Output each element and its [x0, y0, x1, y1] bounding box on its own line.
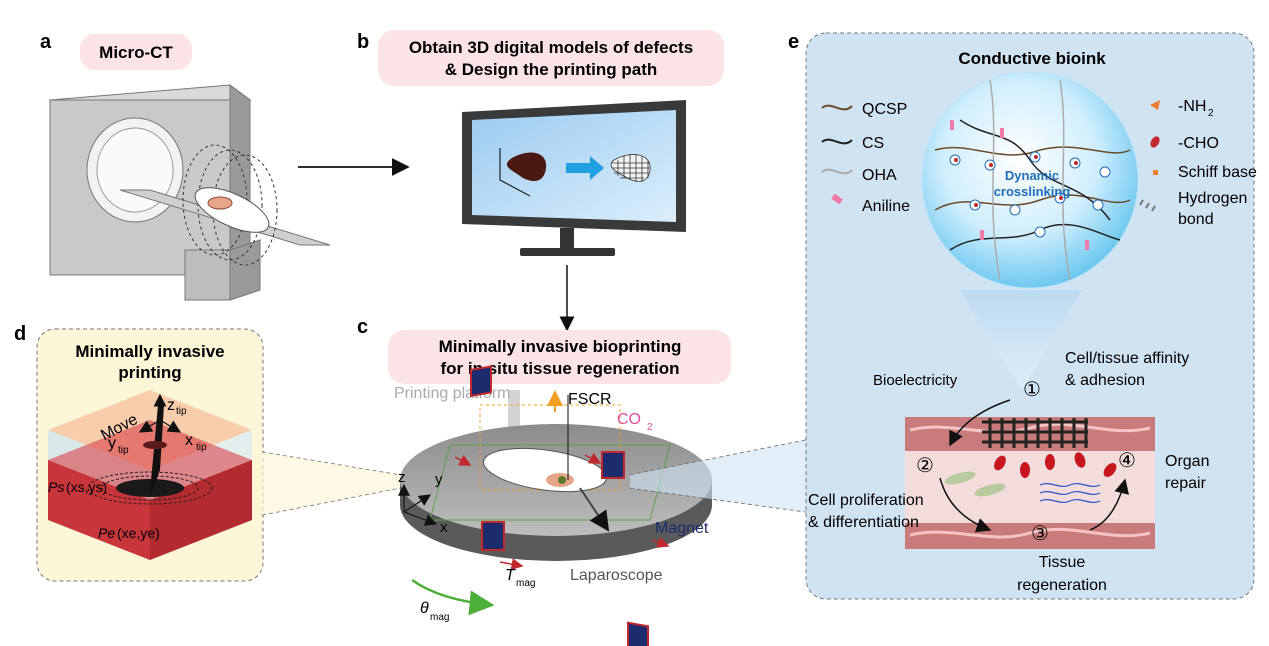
panel-a: a Micro-CT [40, 31, 410, 301]
panel-c-title-line1: Minimally invasive bioprinting [439, 337, 682, 356]
legend-oha: OHA [862, 167, 897, 184]
organ-repair-line1: Organ [1165, 453, 1209, 470]
panel-b-letter: b [357, 31, 369, 53]
panel-c: c Minimally invasive bioprinting for in … [357, 316, 807, 646]
legend-qcsp: QCSP [862, 101, 907, 118]
axis-x-label: x [440, 519, 448, 536]
affinity-line2: & adhesion [1065, 372, 1145, 389]
t-mag-sub: mag [516, 578, 535, 589]
step-4-marker: ④ [1118, 450, 1136, 472]
proliferation-line2: & differentiation [808, 514, 919, 531]
magnet-1 [470, 365, 492, 398]
micro-ct-scanner [48, 84, 331, 301]
defect-model [506, 152, 547, 182]
legend-cs: CS [862, 135, 884, 152]
panel-b-title-line2: & Design the printing path [445, 60, 658, 79]
regeneration-line2: regeneration [1017, 577, 1107, 594]
co2-label: CO [617, 411, 641, 428]
panel-a-title: Micro-CT [99, 43, 173, 62]
pe-label: Pe [98, 525, 115, 541]
magnet-2 [601, 451, 625, 479]
laparoscope-label: Laparoscope [570, 567, 663, 584]
panel-d-title-line2: printing [118, 363, 181, 382]
step-2-marker: ② [916, 455, 934, 477]
magnet-4 [627, 621, 649, 646]
legend-hbond-line2: bond [1178, 211, 1214, 228]
bioelectricity-label: Bioelectricity [873, 372, 958, 389]
dynamic-line1: Dynamic [1005, 168, 1059, 183]
regeneration-line1: Tissue [1039, 554, 1086, 571]
z-tip-sub: tip [176, 406, 187, 417]
axis-z-label: z [398, 469, 406, 486]
legend-nh2-sub: 2 [1208, 108, 1214, 119]
panel-d-letter: d [14, 323, 26, 345]
pe-coord: (xe,ye) [117, 525, 160, 541]
panel-b: b Obtain 3D digital models of defects & … [357, 30, 724, 332]
x-tip-label: x [185, 432, 193, 449]
legend-right: -NH 2 -CHO Schiff base Hydrogen bond [1139, 98, 1257, 228]
panel-a-letter: a [40, 31, 52, 53]
panel-c-title-line2: for in situ tissue regeneration [441, 359, 680, 378]
legend-nh2: -NH [1178, 98, 1206, 115]
magnet-3 [481, 521, 505, 551]
legend-cho: -CHO [1178, 135, 1219, 152]
panel-d: d Minimally invasive printing z tip x ti… [14, 323, 401, 582]
co2-sub: 2 [647, 422, 653, 433]
tissue-band [905, 417, 1155, 549]
t-mag-label: T [505, 567, 516, 584]
proliferation-line1: Cell proliferation [808, 492, 924, 509]
x-tip-sub: tip [196, 442, 207, 453]
panel-e-letter: e [788, 31, 799, 53]
step-3-marker: ③ [1031, 523, 1049, 545]
affinity-line1: Cell/tissue affinity [1065, 350, 1189, 367]
legend-aniline: Aniline [862, 198, 910, 215]
organ-repair-line2: repair [1165, 475, 1207, 492]
panel-e: e Conductive bioink Dynamic [788, 31, 1257, 600]
z-tip-label: z [167, 397, 175, 414]
y-tip-sub: tip [118, 445, 129, 456]
ps-coord: (xs,ys) [66, 479, 107, 495]
legend-left: QCSP CS OHA Aniline [821, 101, 910, 215]
monitor [462, 100, 686, 256]
panel-c-letter: c [357, 316, 368, 338]
step-1-marker: ① [1023, 379, 1041, 401]
ps-label: Ps [48, 479, 64, 495]
axis-y-label: y [435, 471, 443, 488]
bioink-sphere [921, 71, 1139, 289]
panel-a-title-pill [80, 34, 192, 70]
y-tip-label: y [108, 435, 116, 452]
dynamic-line2: crosslinking [994, 184, 1071, 199]
panel-b-title-line1: Obtain 3D digital models of defects [409, 38, 693, 57]
printing-path-mesh [610, 154, 651, 182]
theta-mag-label: θ [420, 600, 429, 617]
panel-e-title: Conductive bioink [958, 49, 1106, 68]
panel-d-title-line1: Minimally invasive [75, 342, 224, 361]
panel-b-title-pill [378, 30, 724, 86]
legend-schiff: Schiff base [1178, 164, 1257, 181]
magnet-label: Magnet [655, 520, 709, 537]
blue-arrow-icon [566, 156, 604, 180]
legend-hbond-line1: Hydrogen [1178, 190, 1247, 207]
theta-mag-sub: mag [430, 612, 449, 623]
fscr-label: FSCR [568, 391, 612, 408]
printing-platform-label: Printing platform [394, 385, 511, 402]
